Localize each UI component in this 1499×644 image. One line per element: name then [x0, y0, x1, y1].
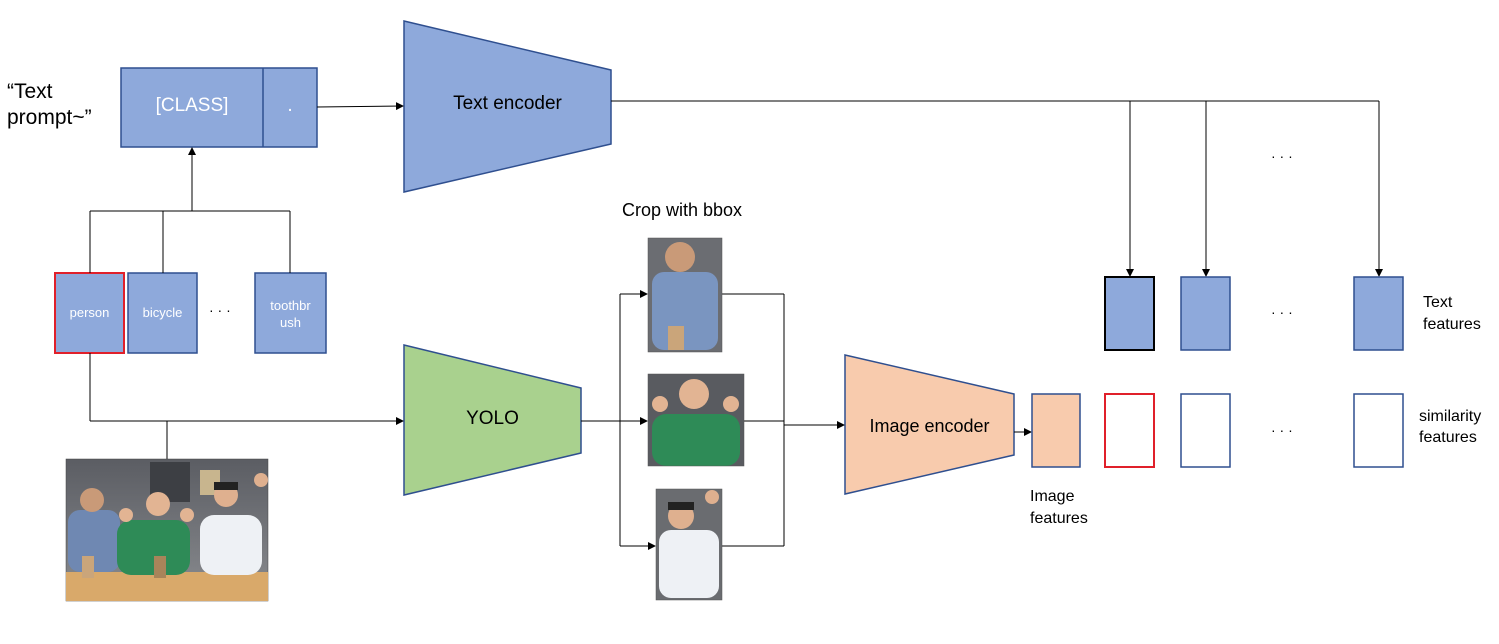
period-token: .	[287, 95, 293, 116]
text-encoder-label: Text encoder	[453, 93, 562, 114]
crops-to-encoder-lines	[722, 293, 845, 547]
prompt-text-line2: prompt~”	[7, 106, 92, 129]
prompt-template-box	[120, 67, 318, 148]
class-label-person: person	[69, 305, 110, 320]
crop-image-1	[647, 237, 723, 353]
text-encoder-output-lines	[611, 100, 1383, 277]
similarity-features-label-2: features	[1419, 429, 1477, 446]
image-feature-box	[1031, 393, 1081, 468]
prompt-to-encoder-arrow	[316, 102, 404, 111]
yolo-input-lines	[89, 353, 404, 459]
similarity-features-label-1: similarity	[1419, 408, 1482, 425]
crop-image-3	[655, 488, 723, 601]
class-token: [CLASS]	[155, 95, 229, 116]
similarity-box-1	[1104, 393, 1155, 468]
crop-image-2	[647, 373, 745, 467]
yolo-to-crops-lines	[581, 290, 656, 550]
class-label-bicycle: bicycle	[142, 305, 183, 320]
similarity-box-2	[1180, 393, 1231, 468]
text-features-ellipsis: · · ·	[1271, 304, 1293, 320]
class-label-toothbrush: toothbr ush	[270, 298, 311, 330]
image-encoder-block	[844, 354, 1015, 495]
yolo-block	[403, 344, 582, 496]
class-box-toothbrush	[254, 272, 327, 354]
class-ellipsis: · · ·	[209, 302, 231, 318]
similarity-box-n	[1353, 393, 1404, 468]
text-feature-box-1	[1104, 276, 1155, 351]
top-ellipsis: · · ·	[1271, 148, 1293, 164]
text-feature-box-2	[1180, 276, 1231, 351]
image-encoder-label: Image encoder	[869, 416, 990, 436]
text-features-label-2: features	[1423, 316, 1481, 333]
prompt-text-line1: “Text	[7, 80, 53, 103]
crop-title: Crop with bbox	[622, 200, 743, 220]
image-features-label-1: Image	[1030, 488, 1075, 505]
similarity-ellipsis: · · ·	[1271, 422, 1293, 438]
class-to-prompt-connector	[89, 147, 291, 273]
group-photo	[65, 458, 269, 602]
yolo-label: YOLO	[466, 408, 519, 429]
text-encoder-block	[403, 20, 612, 193]
text-feature-box-n	[1353, 276, 1404, 351]
text-features-label-1: Text	[1423, 294, 1453, 311]
image-features-label-2: features	[1030, 510, 1088, 527]
